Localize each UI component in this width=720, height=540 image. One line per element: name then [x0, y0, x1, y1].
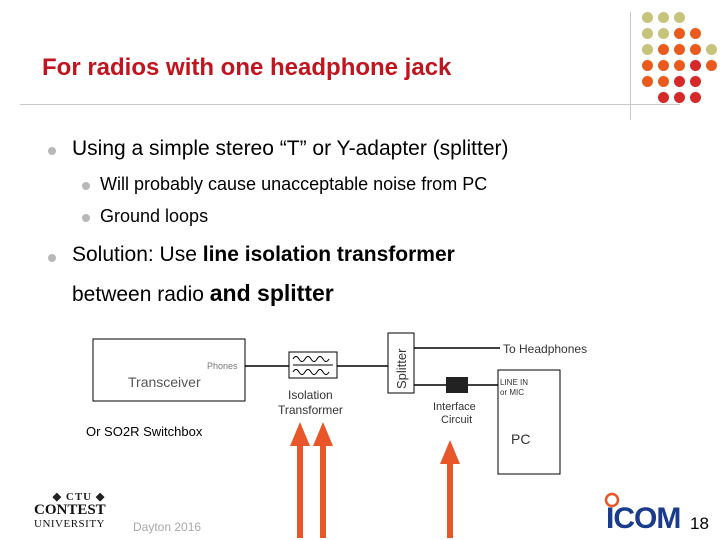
- linein-label-2: or MIC: [500, 388, 524, 397]
- interface-label-1: Interface: [433, 401, 476, 413]
- title-divider: [20, 104, 680, 105]
- isolation-label-2: Transformer: [278, 403, 343, 417]
- decorative-dot-grid: [636, 10, 717, 110]
- transformer-symbol: [288, 351, 338, 379]
- solution-line-1: Solution: Use line isolation transformer: [72, 243, 455, 267]
- solution-prefix: Solution: Use: [72, 243, 203, 266]
- logo-line-2: UNIVERSITY: [34, 518, 105, 530]
- interface-circuit-box: [446, 377, 468, 393]
- vertical-divider: [630, 12, 631, 120]
- pc-label: PC: [511, 431, 530, 447]
- interface-label-2: Circuit: [441, 414, 472, 426]
- bullet-dot: [48, 254, 56, 262]
- arrow-to-transformer: [313, 422, 333, 538]
- bullet-dot: [82, 182, 90, 190]
- splitter-box: [387, 332, 415, 394]
- splitter-label: Splitter: [394, 348, 409, 389]
- bullet-dot: [48, 147, 56, 155]
- transceiver-label: Transceiver: [128, 374, 201, 390]
- logo-line-1: CONTEST: [34, 502, 106, 518]
- solution-emphasis: line isolation transformer: [202, 243, 455, 266]
- pc-box: [497, 369, 561, 475]
- headphones-label: To Headphones: [503, 342, 587, 356]
- phones-label: Phones: [207, 361, 238, 371]
- solution-prefix-2: between radio: [72, 283, 210, 306]
- arrow-to-interface: [440, 440, 460, 538]
- page-number: 18: [690, 514, 709, 533]
- solution-line-2: between radio and splitter: [72, 280, 334, 307]
- arrow-to-wire: [290, 422, 310, 538]
- bullet-noise: Will probably cause unacceptable noise f…: [100, 174, 488, 194]
- icom-brand: ICOM: [606, 502, 681, 535]
- linein-label-1: LINE IN: [500, 378, 528, 387]
- isolation-label-1: Isolation: [288, 388, 333, 402]
- solution-emphasis-2: and splitter: [209, 280, 334, 306]
- icom-logo-ring: [604, 492, 620, 508]
- slide-title: For radios with one headphone jack: [42, 54, 452, 81]
- transceiver-box: [92, 338, 246, 402]
- bullet-dot: [82, 214, 90, 222]
- event-label: Dayton 2016: [133, 520, 202, 534]
- bullet-splitter: Using a simple stereo “T” or Y-adapter (…: [72, 137, 509, 160]
- bullet-ground-loops: Ground loops: [100, 206, 209, 226]
- so2r-label: Or SO2R Switchbox: [86, 424, 203, 439]
- contest-university-logo: ◆ CTU ◆ CONTEST UNIVERSITY: [34, 490, 124, 534]
